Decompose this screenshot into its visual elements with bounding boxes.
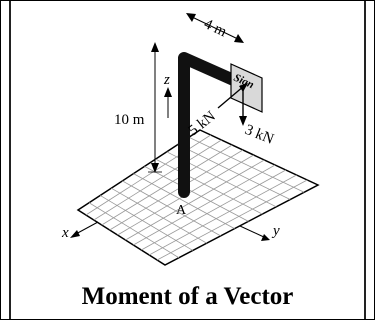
grid-line <box>111 187 207 244</box>
grid-line <box>101 144 233 226</box>
axis-x-label: x <box>61 225 69 241</box>
grid-line <box>156 179 308 261</box>
force-2-label: 3 kN <box>243 122 277 148</box>
x-axis <box>70 221 99 238</box>
width-dimension <box>186 13 244 43</box>
force-5kn-arrow <box>217 85 245 109</box>
axis-y-label: y <box>271 223 280 239</box>
y-axis <box>239 225 270 241</box>
grid-line <box>93 139 222 221</box>
grid-line <box>141 169 287 251</box>
pole <box>178 52 244 198</box>
axis-z-label: z <box>163 72 170 88</box>
z-axis <box>164 87 172 118</box>
grid-line <box>109 149 244 231</box>
ground-grid <box>76 129 320 266</box>
figure-caption: Moment of a Vector <box>81 283 294 310</box>
grid-line <box>144 166 249 222</box>
grid-line <box>122 180 221 237</box>
grid-line <box>88 202 180 259</box>
grid-line <box>99 195 194 251</box>
grid-line <box>148 174 297 256</box>
height-dimension <box>148 42 162 173</box>
sign <box>230 63 263 113</box>
point-a-label: A <box>176 203 187 218</box>
grid-line <box>177 144 291 200</box>
ground-plane <box>76 129 320 266</box>
dim-top-label: 4 m <box>201 16 229 40</box>
dim-height-label: 10 m <box>114 112 145 128</box>
grid-line <box>133 164 276 246</box>
grid-line <box>188 136 305 193</box>
grid-line <box>155 158 263 215</box>
grid-line <box>125 159 265 241</box>
force-arrows <box>217 83 248 126</box>
grid-line <box>133 173 235 229</box>
figure-panel <box>9 1 366 319</box>
